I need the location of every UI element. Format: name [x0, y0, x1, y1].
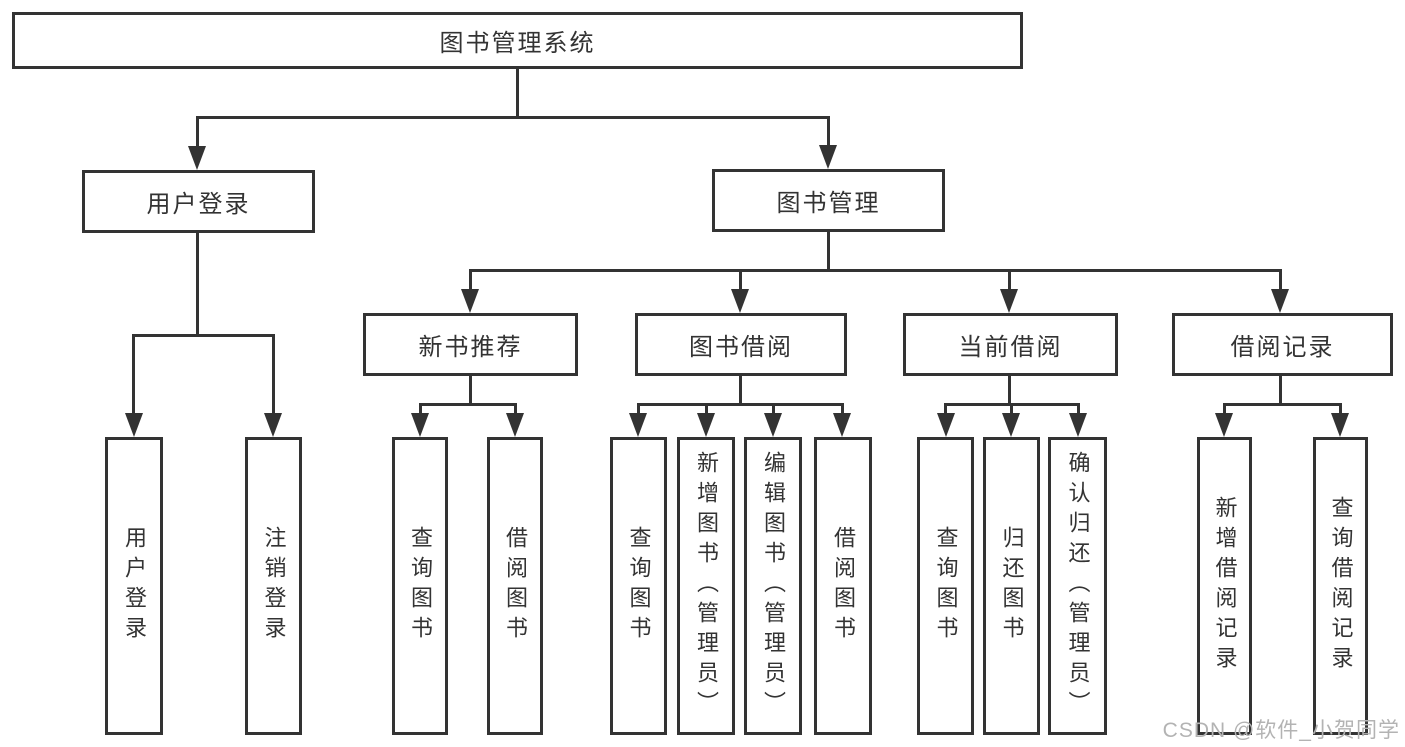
leaf-return-books: 归还图书 — [983, 437, 1040, 735]
arrow-down-icon — [1215, 413, 1233, 437]
connector-line — [827, 231, 830, 271]
arrow-down-icon — [764, 413, 782, 437]
connector-line — [1223, 403, 1226, 415]
arrow-down-icon — [1002, 413, 1020, 437]
connector-line — [1010, 403, 1013, 415]
connector-line — [772, 403, 775, 415]
connector-line — [469, 375, 472, 406]
leaf-query-books-borrow: 查询图书 — [610, 437, 667, 735]
leaf-edit-books-admin: 编辑图书（管理员） — [744, 437, 802, 735]
arrow-down-icon — [264, 413, 282, 437]
connector-line — [516, 68, 519, 118]
connector-line — [469, 269, 472, 292]
connector-line — [1008, 269, 1011, 292]
node-book-management: 图书管理 — [712, 169, 945, 232]
arrow-down-icon — [506, 413, 524, 437]
leaf-borrow-books-recommend: 借阅图书 — [487, 437, 543, 735]
connector-line — [739, 375, 742, 406]
connector-line — [419, 403, 422, 415]
leaf-user-login: 用户登录 — [105, 437, 163, 735]
connector-line — [132, 334, 135, 416]
connector-line — [196, 232, 199, 336]
connector-line — [1339, 403, 1342, 415]
arrow-down-icon — [125, 413, 143, 437]
node-book-borrow: 图书借阅 — [635, 313, 847, 376]
leaf-query-books-current: 查询图书 — [917, 437, 974, 735]
connector-line — [1279, 375, 1282, 406]
arrow-down-icon — [1271, 289, 1289, 313]
connector-line — [1077, 403, 1080, 415]
connector-line — [637, 403, 844, 406]
leaf-confirm-return-admin: 确认归还（管理员） — [1048, 437, 1107, 735]
node-borrow-records: 借阅记录 — [1172, 313, 1393, 376]
leaf-add-borrow-record: 新增借阅记录 — [1197, 437, 1252, 735]
connector-line — [196, 116, 199, 148]
arrow-down-icon — [937, 413, 955, 437]
node-root-library-management-system: 图书管理系统 — [12, 12, 1023, 69]
arrow-down-icon — [697, 413, 715, 437]
arrow-down-icon — [629, 413, 647, 437]
node-user-login: 用户登录 — [82, 170, 315, 233]
arrow-down-icon — [1000, 289, 1018, 313]
arrow-down-icon — [833, 413, 851, 437]
arrow-down-icon — [1331, 413, 1349, 437]
connector-line — [827, 116, 830, 147]
leaf-query-borrow-record: 查询借阅记录 — [1313, 437, 1368, 735]
connector-line — [1279, 269, 1282, 292]
connector-line — [739, 269, 742, 292]
node-current-borrow: 当前借阅 — [903, 313, 1118, 376]
connector-line — [133, 334, 275, 337]
arrow-down-icon — [188, 146, 206, 170]
connector-line — [705, 403, 708, 415]
leaf-logout: 注销登录 — [245, 437, 302, 735]
connector-line — [944, 403, 947, 415]
leaf-query-books-recommend: 查询图书 — [392, 437, 448, 735]
arrow-down-icon — [731, 289, 749, 313]
connector-line — [841, 403, 844, 415]
arrow-down-icon — [411, 413, 429, 437]
connector-line — [196, 116, 830, 119]
connector-line — [419, 403, 517, 406]
arrow-down-icon — [461, 289, 479, 313]
connector-line — [272, 334, 275, 416]
node-new-book-recommend: 新书推荐 — [363, 313, 578, 376]
arrow-down-icon — [1069, 413, 1087, 437]
arrow-down-icon — [819, 145, 837, 169]
connector-line — [637, 403, 640, 415]
connector-line — [1008, 375, 1011, 406]
connector-line — [514, 403, 517, 415]
leaf-add-books-admin: 新增图书（管理员） — [677, 437, 735, 735]
leaf-borrow-books: 借阅图书 — [814, 437, 872, 735]
watermark: CSDN @软件_小贺同学 — [1162, 719, 1400, 742]
connector-line — [1223, 403, 1341, 406]
connector-line — [469, 269, 1282, 272]
